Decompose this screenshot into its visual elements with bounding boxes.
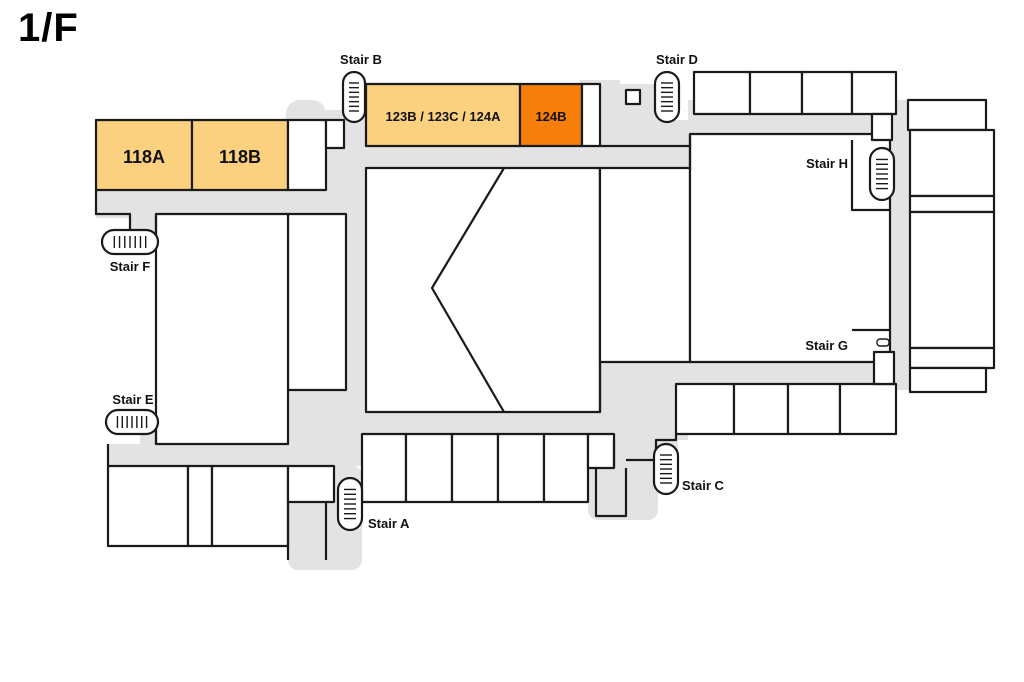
- stair-b-label: Stair B: [340, 52, 382, 67]
- room-123-label: 123B / 123C / 124A: [386, 109, 502, 124]
- stair-g-stair-icon: [876, 338, 890, 347]
- stair-h-stair-icon: [868, 146, 896, 202]
- stair-d-stair-icon: [653, 70, 681, 124]
- stair-c-label: Stair C: [682, 478, 725, 493]
- room-118a-label: 118A: [123, 147, 165, 167]
- stair-a-stair-icon: [336, 476, 364, 532]
- outer-walls: [94, 134, 890, 560]
- room-123b-123c-124a[interactable]: [364, 82, 522, 148]
- stair-b-stair-icon: [341, 70, 367, 124]
- stair-f-label: Stair F: [110, 259, 151, 274]
- room-124b-label: 124B: [535, 109, 566, 124]
- atrium: [364, 166, 602, 414]
- room-118b[interactable]: [190, 118, 290, 192]
- stair-e-label: Stair E: [112, 392, 154, 407]
- stair-a-label: Stair A: [368, 516, 410, 531]
- stair-h-label: Stair H: [806, 156, 848, 171]
- rooms: [94, 70, 996, 548]
- stair-d-label: Stair D: [656, 52, 698, 67]
- stair-f-stair-icon: [100, 228, 160, 256]
- stairs: [100, 70, 896, 532]
- room-118b-label: 118B: [219, 147, 261, 167]
- stair-g-label: Stair G: [805, 338, 848, 353]
- stair-e-stair-icon: [104, 408, 160, 436]
- stair-c-stair-icon: [652, 442, 680, 496]
- floor-title: 1/F: [18, 6, 79, 50]
